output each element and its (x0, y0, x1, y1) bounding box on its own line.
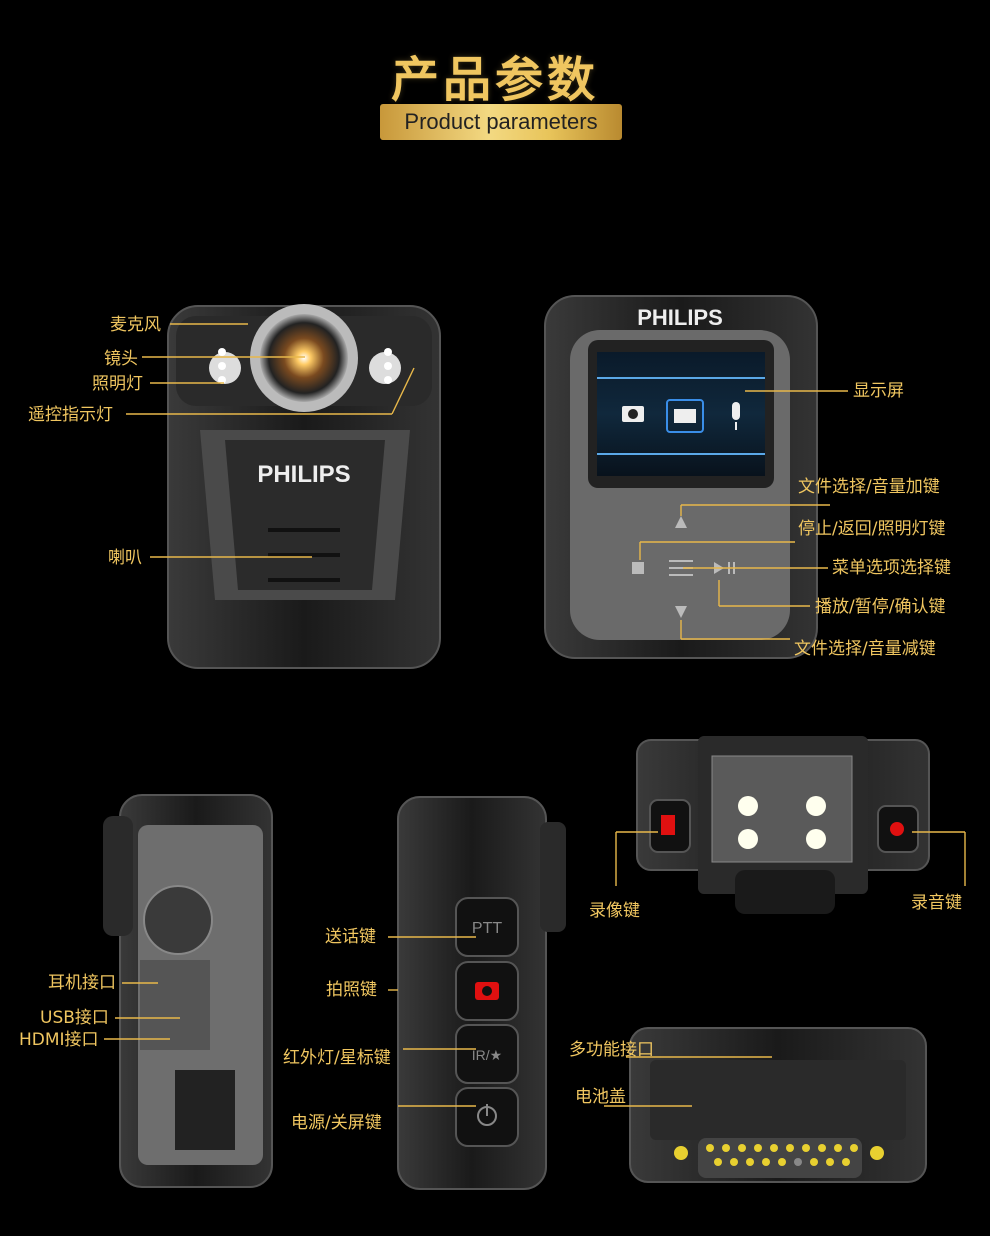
back-brand-logo: PHILIPS (637, 305, 723, 330)
ir-star-key-label: IR/★ (472, 1047, 502, 1063)
label-lens: 镜头 (104, 349, 138, 369)
label-record-audio-key: 录音键 (911, 893, 962, 913)
label-speaker: 喇叭 (108, 548, 142, 568)
label-microphone: 麦克风 (110, 315, 161, 335)
label-display: 显示屏 (853, 381, 904, 401)
label-illumination-light: 照明灯 (92, 374, 143, 394)
front-device: PHILIPS (167, 304, 441, 669)
left-side-device (103, 794, 273, 1188)
label-ir-star-key: 红外灯/星标键 (283, 1048, 391, 1068)
label-record-video-key: 录像键 (589, 901, 640, 921)
label-talk-key: 送话键 (325, 927, 376, 947)
label-play-pause-confirm: 播放/暂停/确认键 (815, 597, 946, 617)
label-earphone-port: 耳机接口 (48, 973, 116, 993)
callout-lines (104, 323, 966, 1107)
front-brand-logo: PHILIPS (257, 461, 350, 488)
label-battery-cover: 电池盖 (575, 1087, 626, 1107)
label-power-key: 电源/关屏键 (291, 1113, 382, 1133)
back-device: PHILIPS (544, 295, 818, 659)
right-side-device: PTT IR/★ (397, 796, 566, 1190)
top-view-device (636, 736, 930, 914)
label-photo-key: 拍照键 (326, 980, 377, 1000)
bottom-view-device (629, 1027, 927, 1183)
label-file-volume-up: 文件选择/音量加键 (798, 477, 940, 497)
page-subtitle-badge: Product parameters (380, 104, 622, 140)
page-title: 产品参数 (390, 52, 599, 108)
label-remote-indicator: 遥控指示灯 (28, 405, 113, 425)
label-file-volume-down: 文件选择/音量减键 (794, 639, 936, 659)
label-usb-port: USB接口 (40, 1008, 109, 1028)
label-stop-back-light: 停止/返回/照明灯键 (798, 519, 946, 539)
label-multifunction-port: 多功能接口 (569, 1040, 654, 1060)
ptt-key-label: PTT (472, 920, 502, 937)
label-hdmi-port: HDMI接口 (19, 1030, 99, 1050)
label-menu-select: 菜单选项选择键 (832, 558, 951, 578)
